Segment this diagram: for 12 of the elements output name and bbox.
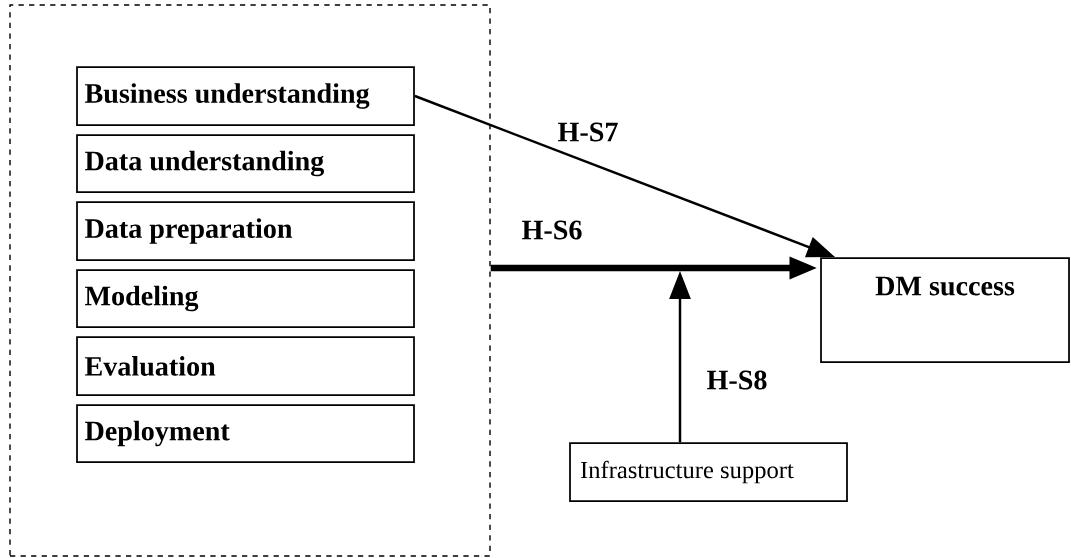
process-box: Evaluation bbox=[76, 336, 415, 396]
process-box: Data understanding bbox=[76, 134, 415, 193]
process-box: Business understanding bbox=[76, 66, 415, 126]
process-box: Data preparation bbox=[76, 201, 415, 261]
edge-label: H-S7 bbox=[555, 120, 621, 144]
input-box: Infrastructure support bbox=[569, 442, 848, 502]
outcome-box: DM success bbox=[820, 257, 1070, 363]
process-box: Deployment bbox=[76, 404, 415, 463]
edge-label: H-S8 bbox=[704, 368, 770, 392]
dashed-group-box bbox=[9, 4, 491, 557]
edge-label: H-S6 bbox=[519, 218, 585, 242]
process-box: Modeling bbox=[76, 269, 415, 328]
